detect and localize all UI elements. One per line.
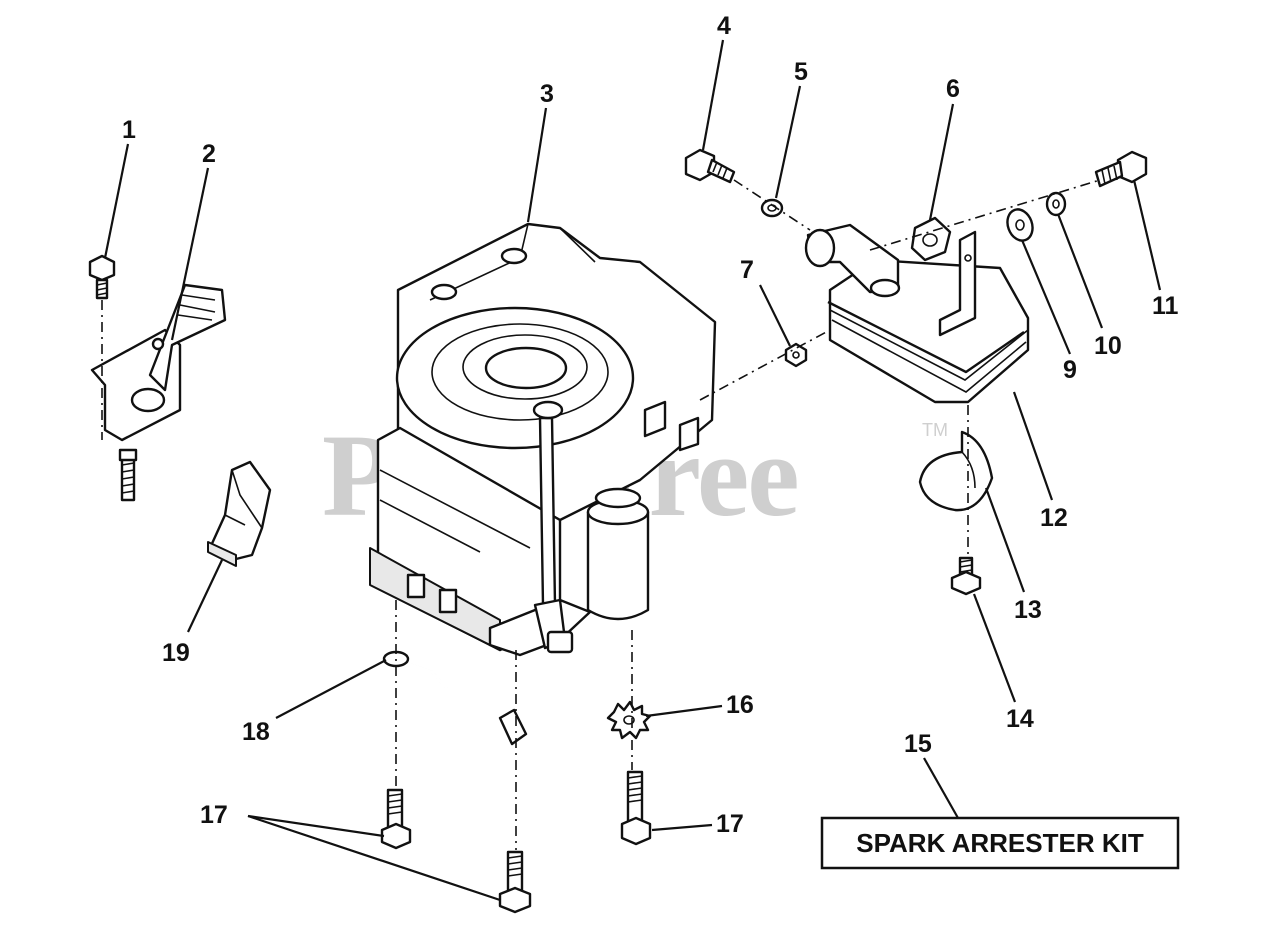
part-5-gasket[interactable]	[760, 198, 784, 218]
part-13-arrester-screen[interactable]	[918, 430, 994, 512]
assembly-lines	[101, 179, 1101, 850]
spark-arrester-kit-label: SPARK ARRESTER KIT	[856, 828, 1144, 858]
callout-13[interactable]: 13	[1014, 596, 1042, 624]
part-17-bolt-left-upper[interactable]	[380, 788, 412, 850]
callout-6[interactable]: 6	[946, 75, 960, 103]
part-17-bolt-right[interactable]	[620, 770, 652, 846]
part-9-washer[interactable]	[1003, 206, 1036, 244]
part-2-control-bracket[interactable]	[90, 283, 227, 502]
callout-17-right[interactable]: 17	[716, 810, 744, 838]
leader-lines	[103, 39, 1162, 902]
callout-11[interactable]: 11	[1152, 292, 1179, 320]
callout-19[interactable]: 19	[162, 639, 190, 667]
part-4-bolt[interactable]	[684, 148, 736, 184]
part-17-bolt-left-lower[interactable]	[498, 850, 532, 914]
callout-4[interactable]: 4	[717, 12, 731, 40]
spark-arrester-kit-box[interactable]: SPARK ARRESTER KIT	[820, 816, 1180, 870]
part-16-star-washer[interactable]	[606, 700, 652, 740]
callout-3[interactable]: 3	[540, 80, 554, 108]
part-11-bolt[interactable]	[1094, 150, 1148, 188]
callout-labels: 1 2 3 4 5 6 7 9 10 11 12 13 14 15 16 17 …	[122, 12, 1179, 838]
callout-12[interactable]: 12	[1040, 504, 1068, 532]
part-18-drain-tube[interactable]	[382, 650, 528, 746]
part-12-muffler[interactable]	[804, 223, 1030, 404]
part-14-screw[interactable]	[950, 556, 982, 596]
part-19-clip[interactable]	[207, 460, 272, 567]
callout-5[interactable]: 5	[794, 58, 808, 86]
callout-16[interactable]: 16	[726, 691, 754, 719]
callout-14[interactable]: 14	[1006, 705, 1034, 733]
callout-10[interactable]: 10	[1094, 332, 1122, 360]
part-7-nut[interactable]	[784, 342, 808, 368]
watermark-trademark: TM	[922, 420, 948, 440]
part-10-lock-washer[interactable]	[1045, 191, 1067, 217]
callout-18[interactable]: 18	[242, 718, 270, 746]
callout-7[interactable]: 7	[740, 256, 754, 284]
callout-17-left[interactable]: 17	[200, 801, 228, 829]
part-1-bolt[interactable]	[88, 254, 116, 300]
callout-9[interactable]: 9	[1063, 356, 1077, 384]
part-6-gasket-plate[interactable]	[910, 216, 952, 262]
callout-2[interactable]: 2	[202, 140, 216, 168]
callout-15[interactable]: 15	[904, 730, 932, 758]
engine-assembly[interactable]	[369, 222, 717, 657]
callout-1[interactable]: 1	[122, 116, 136, 144]
